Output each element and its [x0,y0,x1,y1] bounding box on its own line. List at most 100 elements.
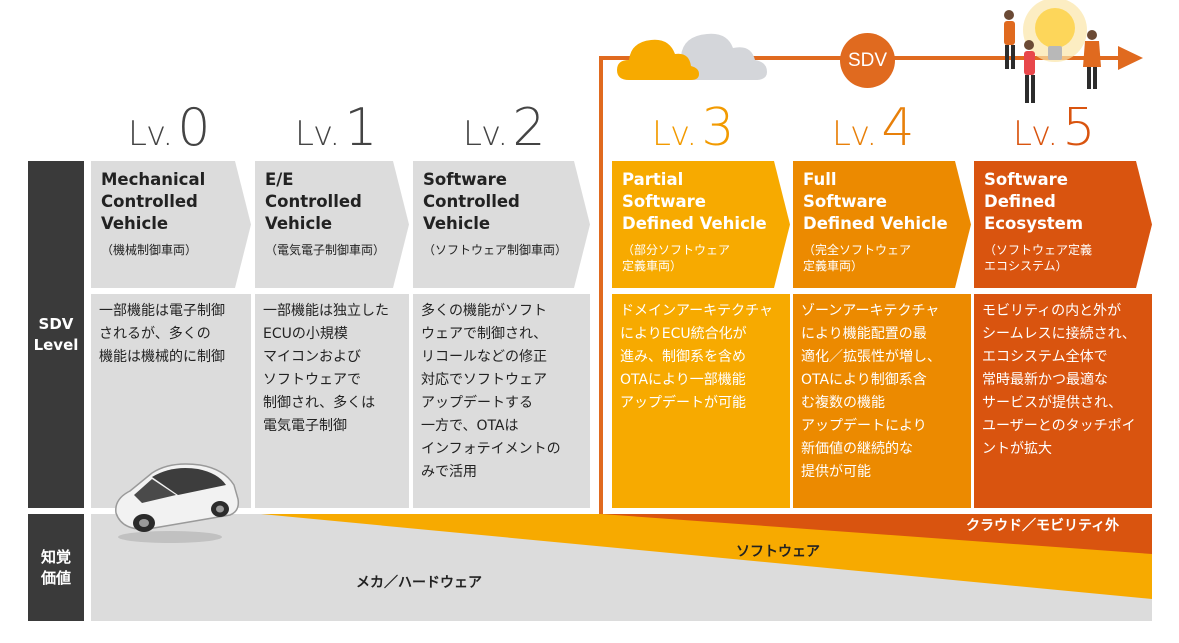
level-prefix: Lv. [128,114,173,154]
description-line: ユーザーとのタッチポイ [982,418,1136,434]
level-subtitle-line: （部分ソフトウェア [622,243,731,257]
perceived-value-label: 知覚 価値 [28,514,84,621]
level-prefix: Lv. [463,114,508,154]
level-header-4: Full Software Defined Vehicle （完全ソフトウェア … [793,161,971,288]
description-line: む複数の機能 [801,395,885,411]
level-number: 5 [1062,98,1096,158]
description-line: 一部機能は独立した [263,303,389,319]
level-description-0: 一部機能は電子制御 されるが、多くの 機能は機械的に制御 [91,294,251,508]
level-title-line: Vehicle [101,214,169,233]
level-header-5: Software Defined Ecosystem （ソフトウェア定義 エコシ… [974,161,1152,288]
level-subtitle-line: エコシステム） [984,259,1068,273]
description-line: 一部機能は電子制御 [99,303,225,319]
level-title-line: Software [803,192,887,211]
description-line: ゾーンアーキテクチャ [801,303,940,319]
description-line: 提供が可能 [801,464,871,480]
description-line: 多くの機能がソフト [421,303,547,319]
level-title: Software Defined Ecosystem [984,169,1083,235]
level-heading-3: Lv. 3 [652,98,734,158]
level-title: Full Software Defined Vehicle [803,169,948,235]
description-line: ウェアで制御され、 [421,326,548,342]
level-subtitle-line: 定義車両） [622,259,683,273]
level-title: Partial Software Defined Vehicle [622,169,767,235]
level-title: E/E Controlled Vehicle [265,169,362,235]
level-subtitle: （電気電子制御車両） [265,242,385,258]
sdv-level-line: Level [33,335,79,354]
sdv-level-label: SDV Level [28,161,84,508]
description-line: OTAにより制御系含 [801,372,927,388]
level-title-line: Software [984,170,1068,189]
level-title: Mechanical Controlled Vehicle [101,169,205,235]
level-header-3: Partial Software Defined Vehicle （部分ソフトウ… [612,161,790,288]
description-line: 適化／拡張性が増し、 [801,349,941,365]
lightbulb-icon [1023,0,1087,62]
level-description-5: モビリティの内と外が シームレスに接続され、 エコシステム全体で 常時最新かつ最… [974,294,1152,508]
description-line: 新価値の継続的な [801,441,913,457]
description-line: 一方で、OTAは [421,418,519,434]
description-line: リコールなどの修正 [421,349,547,365]
level-subtitle: （ソフトウェア制御車両） [423,242,567,258]
level-prefix: Lv. [1013,114,1058,154]
level-prefix: Lv. [652,114,697,154]
description-line: 制御され、多くは [263,395,376,411]
hardware-band-label: メカ／ハードウェア [356,575,482,591]
level-title-line: Ecosystem [984,214,1084,233]
description-line: モビリティの内と外が [982,303,1122,319]
car-icon [115,463,240,543]
level-description-1: 一部機能は独立した ECUの小規模 マイコンおよび ソフトウェアで 制御され、多… [255,294,409,508]
description-line: されるが、多くの [99,326,211,342]
description-line: エコシステム全体で [982,349,1108,365]
description-line: マイコンおよび [263,349,361,365]
level-number: 4 [881,98,915,158]
description-line: シームレスに接続され、 [982,326,1136,342]
software-band-label: ソフトウェア [736,544,820,560]
level-number: 3 [701,98,735,158]
level-title-line: Defined Vehicle [622,214,767,233]
level-subtitle: （ソフトウェア定義 エコシステム） [984,242,1092,274]
sdv-level-line: SDV [38,314,74,333]
description-line: により機能配置の最 [801,326,927,342]
description-line: アップデートが可能 [620,395,746,411]
level-title-line: Defined [984,192,1056,211]
level-prefix: Lv. [295,114,340,154]
level-header-1: E/E Controlled Vehicle （電気電子制御車両） [255,161,409,288]
level-description-4: ゾーンアーキテクチャ により機能配置の最 適化／拡張性が増し、 OTAにより制御… [793,294,971,508]
sdv-badge-label: SDV [847,49,888,71]
level-subtitle: （機械制御車両） [101,242,197,258]
description-line: ECUの小規模 [263,326,348,342]
cloud-icon [617,33,767,80]
description-line: アップデートにより [801,418,927,434]
description-line: OTAにより一部機能 [620,372,746,388]
level-heading-2: Lv. 2 [463,98,545,158]
cloud-band-label: クラウド／モビリティ外 [966,518,1120,534]
description-line: 対応でソフトウェア [421,372,547,388]
level-subtitle: （部分ソフトウェア 定義車両） [622,242,730,274]
level-number: 2 [512,98,546,158]
level-title-line: Controlled [101,192,198,211]
description-line: インフォテイメントの [421,441,561,457]
description-line: 電気電子制御 [263,418,347,434]
level-heading-4: Lv. 4 [832,98,914,158]
level-title-line: Software [423,170,507,189]
level-subtitle-line: （電気電子制御車両） [265,243,386,257]
level-title-line: Vehicle [423,214,491,233]
level-heading-1: Lv. 1 [295,98,377,158]
description-line: アップデートする [421,395,533,411]
level-number: 1 [344,98,378,158]
level-title-line: Vehicle [265,214,333,233]
value-bands [91,514,1152,621]
level-title-line: E/E [265,170,294,189]
level-heading-5: Lv. 5 [1013,98,1095,158]
level-subtitle-line: （機械制御車両） [101,243,198,257]
level-header-2: Software Controlled Vehicle （ソフトウェア制御車両） [413,161,590,288]
perceived-value-line: 知覚 [40,547,71,566]
level-title-line: Mechanical [101,170,206,189]
level-title-line: Controlled [265,192,362,211]
perceived-value-line: 価値 [40,568,71,587]
level-description-3: ドメインアーキテクチャ によりECU統合化が 進み、制御系を含め OTAにより一… [612,294,790,508]
sdv-badge: SDV [840,33,895,88]
level-subtitle-line: （完全ソフトウェア [803,243,912,257]
description-line: ソフトウェアで [263,372,361,388]
description-line: ントが拡大 [982,441,1052,457]
level-subtitle-line: 定義車両） [803,259,864,273]
